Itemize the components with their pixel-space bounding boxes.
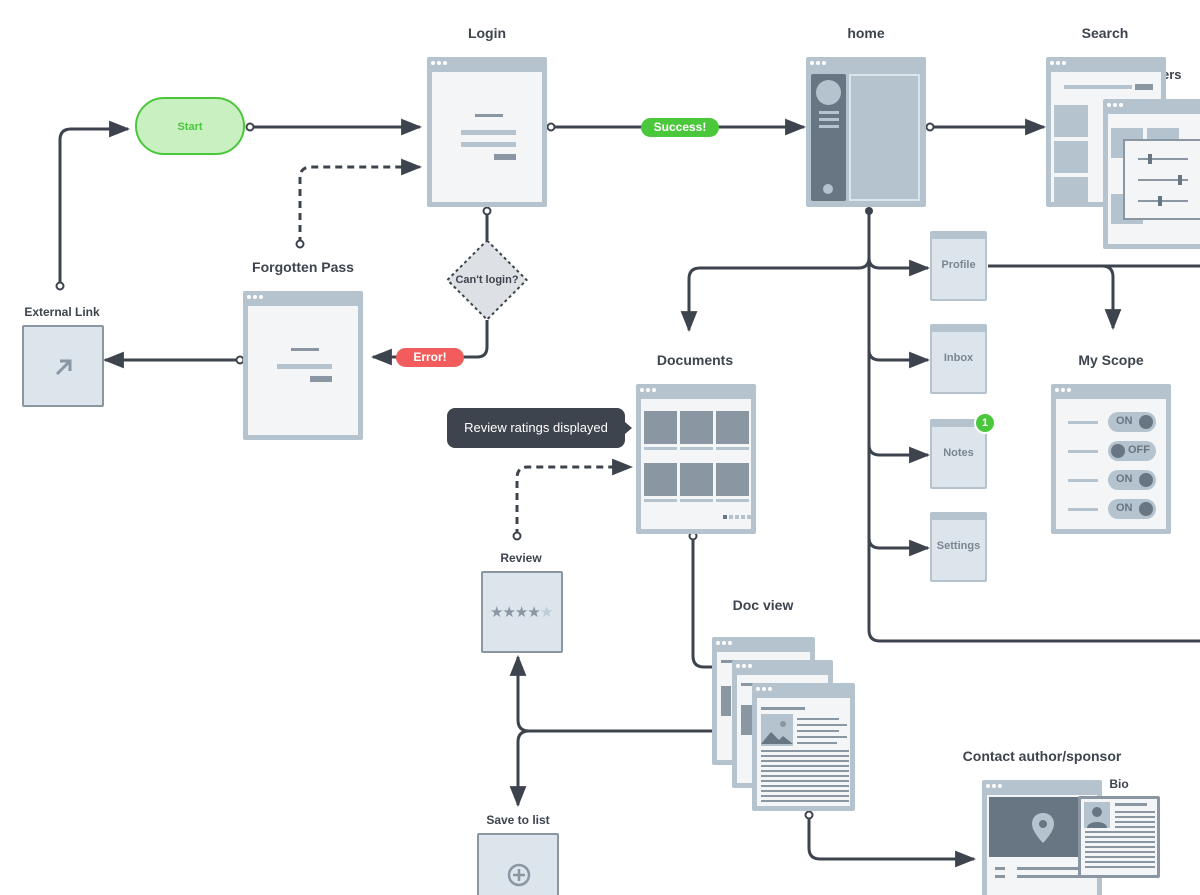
edge-docview-branch bbox=[509, 654, 712, 733]
inbox-label: Inbox bbox=[943, 352, 974, 364]
settings-screen[interactable]: Settings bbox=[930, 512, 987, 582]
pagination-dot[interactable] bbox=[729, 515, 733, 519]
star-icon[interactable]: ★ bbox=[490, 604, 503, 621]
home-sidebar bbox=[811, 74, 846, 201]
tooltip-text: Review ratings displayed bbox=[464, 420, 608, 435]
notes-label: Notes bbox=[943, 447, 974, 459]
doc-view-page-1[interactable] bbox=[752, 683, 855, 811]
arrow-up-right-icon bbox=[55, 359, 72, 376]
forgotten-pass-screen[interactable] bbox=[243, 291, 363, 440]
plus-circle-icon bbox=[507, 863, 531, 887]
settings-label: Settings bbox=[936, 540, 981, 552]
doc-view-content bbox=[757, 698, 850, 806]
edge-home-notes bbox=[867, 444, 931, 464]
forgotten-pass-title: Forgotten Pass bbox=[252, 259, 354, 275]
document-thumbnail[interactable] bbox=[644, 463, 677, 496]
toggle-2[interactable]: OFF bbox=[1108, 441, 1156, 461]
star-icon[interactable]: ★ bbox=[527, 604, 540, 621]
edge-home-profile bbox=[867, 257, 931, 277]
toggle-4[interactable]: ON bbox=[1108, 499, 1156, 519]
edge-cantlogin-forgotten bbox=[370, 320, 489, 366]
documents-screen[interactable] bbox=[636, 384, 756, 534]
edge-home-trunk bbox=[867, 211, 1200, 643]
external-link-title: External Link bbox=[24, 305, 100, 319]
star-icon[interactable]: ★ bbox=[539, 604, 553, 621]
map-pin-icon bbox=[1032, 813, 1054, 843]
edge-docview-contact bbox=[807, 815, 977, 868]
save-to-list-title: Save to list bbox=[486, 813, 550, 827]
edge-forgotten-login bbox=[298, 158, 423, 244]
toggle-3[interactable]: ON bbox=[1108, 470, 1156, 490]
search-title: Search bbox=[1081, 25, 1129, 41]
review-box[interactable]: ★★★★★ bbox=[481, 571, 563, 653]
filter-dialog[interactable]: × bbox=[1123, 139, 1200, 220]
user-icon bbox=[1084, 802, 1110, 828]
review-title: Review bbox=[500, 551, 542, 565]
notes-screen[interactable]: Notes bbox=[930, 419, 987, 489]
pagination-dot[interactable] bbox=[723, 515, 727, 519]
edge-home-inbox bbox=[867, 349, 931, 369]
edge-home-documents bbox=[680, 257, 871, 333]
avatar bbox=[816, 80, 841, 105]
edge-documents-docview bbox=[691, 536, 714, 669]
edge-home-settings bbox=[867, 537, 931, 557]
profile-screen[interactable]: Profile bbox=[930, 231, 987, 301]
edge-profile-myscope bbox=[1101, 264, 1122, 331]
edge-review-documents bbox=[515, 458, 634, 536]
star-icon[interactable]: ★ bbox=[502, 604, 515, 621]
profile-label: Profile bbox=[941, 259, 976, 271]
documents-title: Documents bbox=[656, 352, 734, 368]
bio-screen[interactable] bbox=[1078, 796, 1160, 878]
my-scope-screen[interactable]: ON OFF ON ON bbox=[1051, 384, 1171, 534]
filters-screen[interactable]: × bbox=[1103, 99, 1200, 249]
document-grid bbox=[641, 399, 751, 529]
contact-title: Contact author/sponsor bbox=[962, 748, 1122, 764]
login-screen[interactable] bbox=[427, 57, 547, 207]
document-thumbnail[interactable] bbox=[644, 411, 677, 444]
review-ratings-tooltip: Review ratings displayed bbox=[447, 408, 632, 448]
success-pill: Success! bbox=[641, 118, 719, 137]
image-icon bbox=[761, 714, 793, 746]
pagination-dot[interactable] bbox=[747, 515, 751, 519]
home-screen[interactable] bbox=[806, 57, 926, 207]
start-label: Start bbox=[177, 121, 203, 133]
inbox-screen[interactable]: Inbox bbox=[930, 324, 987, 394]
document-thumbnail[interactable] bbox=[680, 411, 713, 444]
document-thumbnail[interactable] bbox=[680, 463, 713, 496]
doc-view-title: Doc view bbox=[732, 597, 794, 613]
pagination-dot[interactable] bbox=[735, 515, 739, 519]
toggle-1[interactable]: ON bbox=[1108, 412, 1156, 432]
notes-badge: 1 bbox=[974, 412, 996, 434]
save-to-list-box[interactable] bbox=[477, 833, 559, 895]
external-link-box[interactable] bbox=[22, 325, 104, 407]
edge-external-start bbox=[58, 120, 131, 286]
document-thumbnail[interactable] bbox=[716, 411, 749, 444]
my-scope-title: My Scope bbox=[1078, 352, 1144, 368]
pagination-dot[interactable] bbox=[741, 515, 745, 519]
start-node[interactable]: Start bbox=[135, 97, 245, 155]
document-thumbnail[interactable] bbox=[716, 463, 749, 496]
home-title: home bbox=[847, 25, 885, 41]
cant-login-label: Can't login? bbox=[455, 274, 519, 286]
rating-stars: ★★★★★ bbox=[490, 603, 553, 621]
bio-title: Bio bbox=[1109, 777, 1129, 791]
cant-login-decision bbox=[445, 238, 529, 322]
edge-docview-save bbox=[509, 729, 530, 808]
login-title: Login bbox=[467, 25, 507, 41]
star-icon[interactable]: ★ bbox=[514, 604, 528, 621]
error-pill: Error! bbox=[396, 348, 464, 367]
